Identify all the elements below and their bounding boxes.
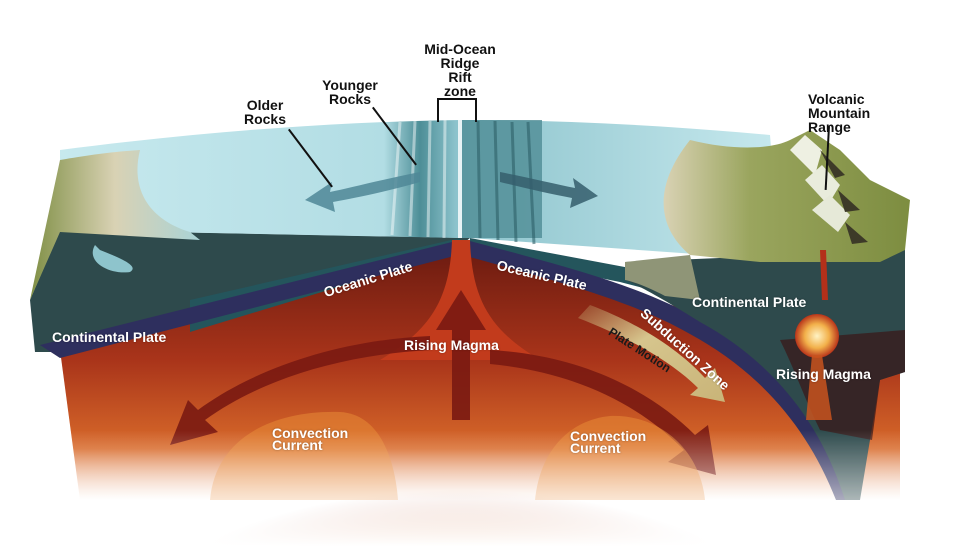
continental-land-left <box>30 150 200 300</box>
magma-chamber-right <box>795 314 839 358</box>
magma-feed-right <box>806 355 832 420</box>
label-volcanic-mountain-range: Volcanic Mountain Range <box>808 92 870 134</box>
label-line: Current <box>272 436 323 453</box>
continental-crust-right-shade <box>780 330 905 440</box>
label-line: Convection <box>570 428 647 444</box>
label-mid-ocean-ridge: Mid-Ocean Ridge Rift zone <box>412 42 508 98</box>
oceanic-plate-band-left <box>40 240 462 358</box>
label-line: Current <box>570 439 621 456</box>
oceanic-plate-band-right <box>466 240 850 500</box>
label-line: Rift <box>448 69 472 85</box>
label-continental-plate-left: Continental Plate <box>52 329 167 345</box>
label-line: Volcanic <box>808 91 865 107</box>
continental-margin <box>625 255 700 300</box>
label-line: Convection <box>272 425 349 441</box>
label-line: zone <box>444 83 476 99</box>
label-convection-current-left: Convection Current <box>272 425 349 453</box>
magma-conduit-right <box>820 250 828 300</box>
label-line: Older <box>246 97 284 113</box>
label-rising-magma-center: Rising Magma <box>404 337 499 353</box>
label-line: Rocks <box>243 111 287 127</box>
label-line: Ridge <box>440 55 480 71</box>
spreading-arrow-left <box>305 172 420 212</box>
rising-magma-arrow <box>436 290 486 420</box>
label-line: Mountain <box>808 105 871 121</box>
lagoon <box>92 245 133 273</box>
label-continental-plate-right: Continental Plate <box>692 294 807 310</box>
label-line: Mid-Ocean <box>424 41 496 57</box>
spreading-arrow-right <box>500 172 598 208</box>
label-line: Range <box>808 119 851 135</box>
rift-zone-bracket <box>437 98 477 122</box>
label-older-rocks: Older Rocks <box>240 98 290 126</box>
label-rising-magma-right: Rising Magma <box>776 366 871 382</box>
label-younger-rocks: Younger Rocks <box>318 78 382 106</box>
label-line: Rocks <box>328 91 372 107</box>
bottom-fade <box>0 430 970 546</box>
plate-motion-arrow <box>578 305 725 402</box>
label-convection-current-right: Convection Current <box>570 428 647 456</box>
oceanic-crust-right <box>470 238 690 300</box>
label-line: Younger <box>322 77 378 93</box>
ocean-surface <box>60 120 780 260</box>
continental-land-right <box>663 130 910 262</box>
